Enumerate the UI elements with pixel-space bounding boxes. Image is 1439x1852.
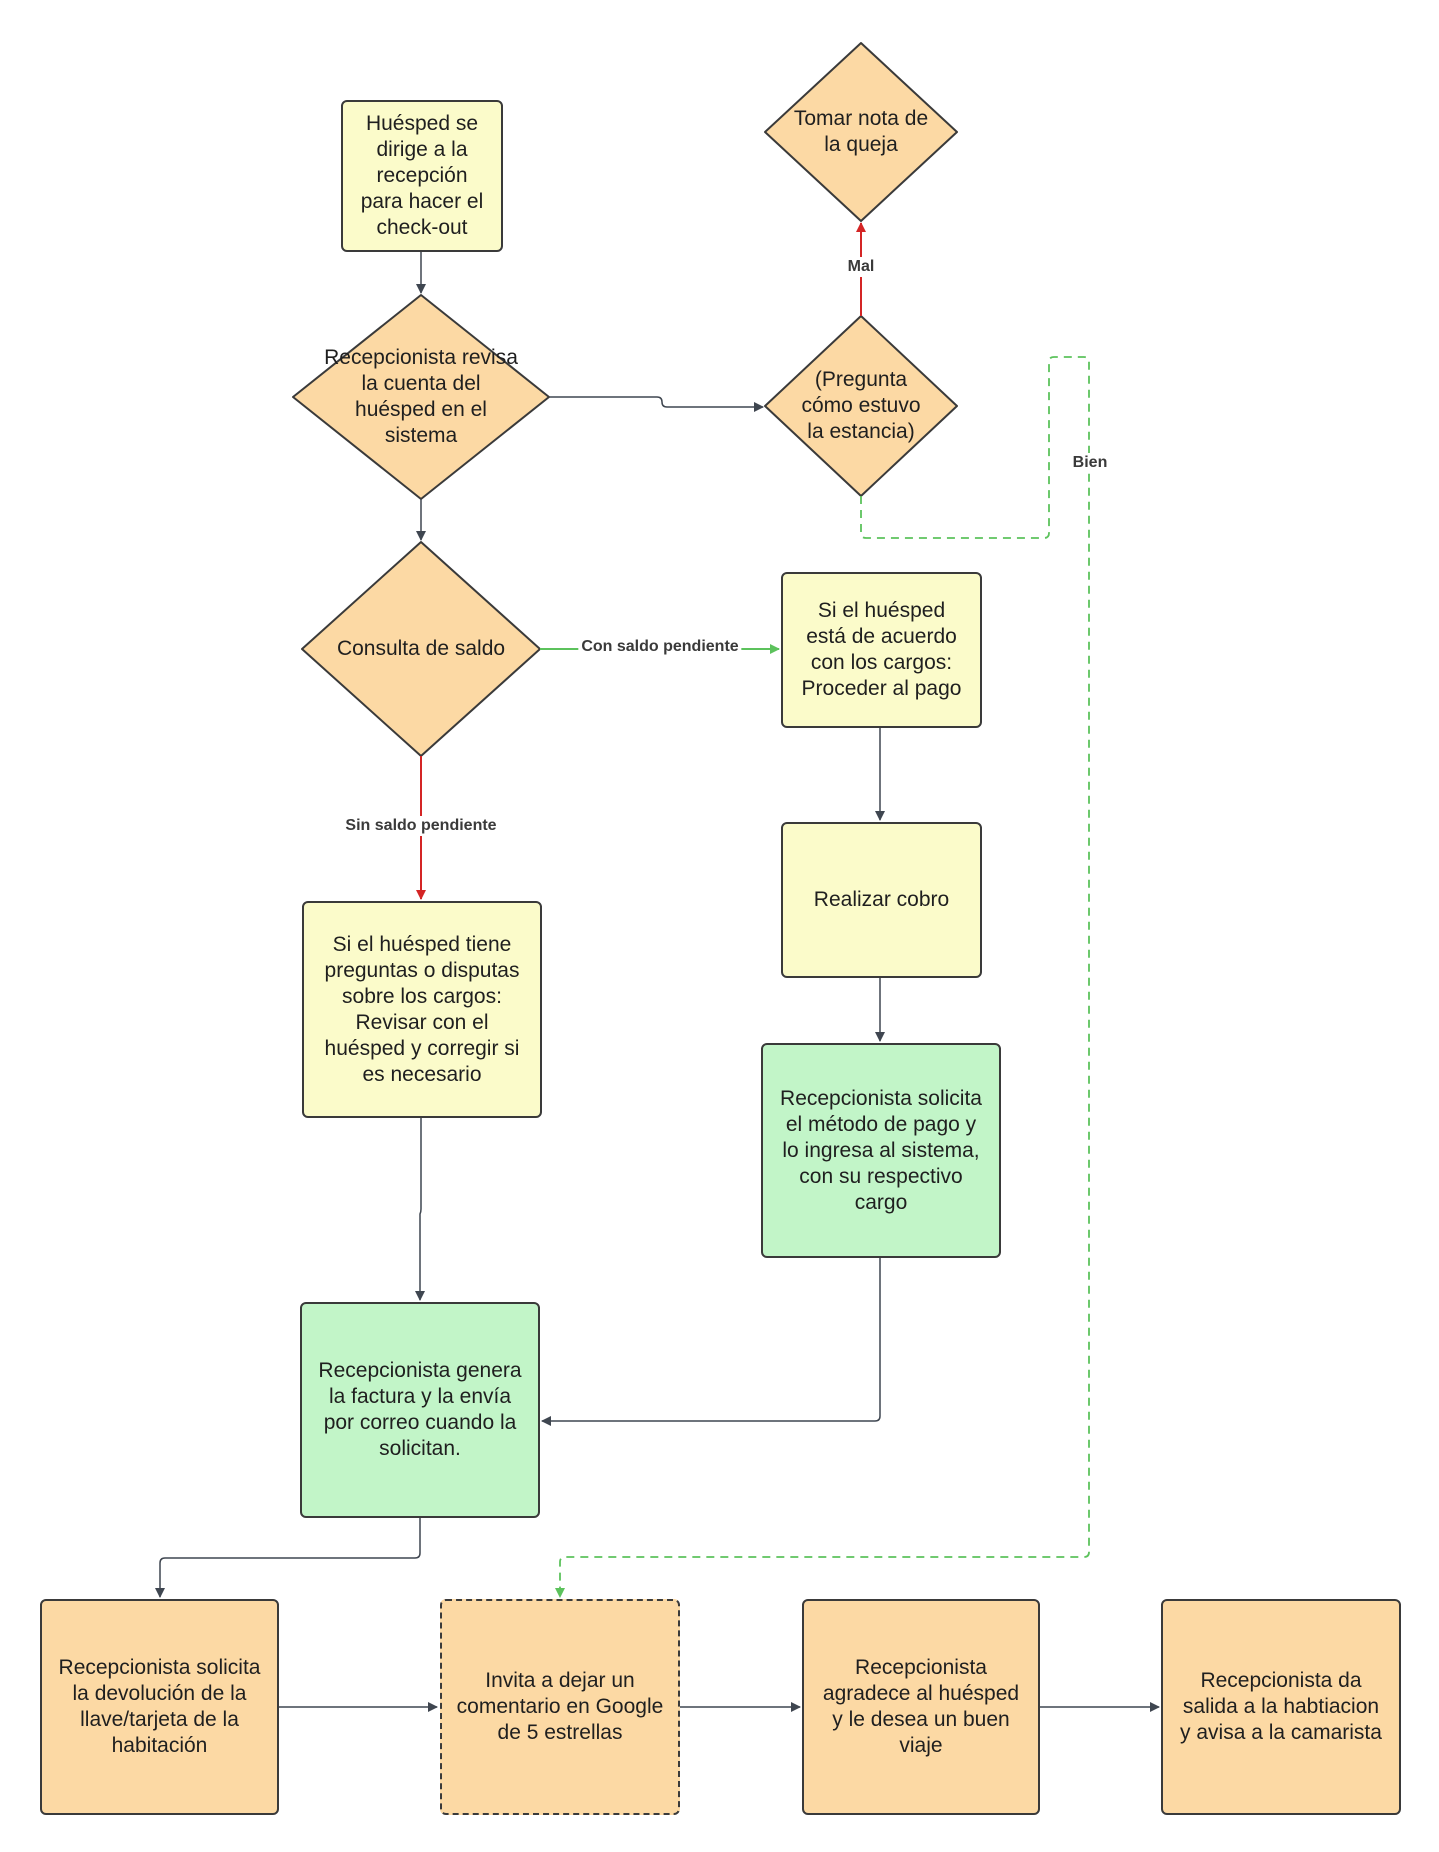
node-agree-charges-text: Si el huésped está de acuerdo con los ca… [801, 599, 962, 700]
node-return-key-text: Recepcionista solicita la devolución de … [58, 1656, 261, 1757]
edge-label-sin-saldo: Sin saldo pendiente [342, 816, 500, 836]
node-thanks-text: Recepcionista agradece al huésped y le d… [822, 1656, 1020, 1757]
node-invoice: Recepcionista genera la factura y la env… [300, 1302, 540, 1518]
node-google-review-text: Invita a dejar un comentario en Google d… [456, 1669, 664, 1744]
node-charge: Realizar cobro [781, 822, 982, 978]
node-ask-stay-text: (Pregunta cómo estuvo la estancia) [801, 368, 921, 443]
edge-label-mal: Mal [844, 257, 878, 277]
node-agree-charges: Si el huésped está de acuerdo con los ca… [781, 572, 982, 728]
edge-ask-to-review-dashed [555, 356, 1090, 1598]
node-room-release: Recepcionista da salida a la habtiacion … [1161, 1599, 1401, 1815]
node-return-key: Recepcionista solicita la devolución de … [40, 1599, 279, 1815]
edge-invoice-to-return-key [155, 1518, 421, 1598]
node-charge-text: Realizar cobro [813, 888, 950, 911]
node-payment-method-text: Recepcionista solicita el método de pago… [780, 1086, 982, 1214]
node-payment-method: Recepcionista solicita el método de pago… [761, 1043, 1001, 1258]
edge-label-bien: Bien [1069, 453, 1111, 473]
node-google-review: Invita a dejar un comentario en Google d… [440, 1599, 680, 1815]
take-complaint-diamond [764, 42, 958, 222]
node-guest-to-reception-text: Huésped se dirige a la recepción para ha… [360, 112, 484, 239]
edge-disputes-to-invoice [415, 1118, 425, 1301]
node-thanks: Recepcionista agradece al huésped y le d… [802, 1599, 1040, 1815]
edge-review-to-ask [549, 396, 764, 412]
node-guest-to-reception: Huésped se dirige a la recepción para ha… [341, 100, 503, 252]
node-take-complaint-text: Tomar nota de la queja [793, 107, 929, 156]
node-invoice-text: Recepcionista genera la factura y la env… [318, 1359, 522, 1460]
node-balance-check-text: Consulta de saldo [336, 637, 506, 660]
node-room-release-text: Recepcionista da salida a la habtiacion … [1180, 1669, 1382, 1744]
node-disputes: Si el huésped tiene preguntas o disputas… [302, 901, 542, 1118]
edge-payment-to-invoice [541, 1258, 881, 1426]
node-disputes-text: Si el huésped tiene preguntas o disputas… [324, 932, 520, 1086]
node-review-account-text: Recepcionista revisa la cuenta del huésp… [324, 346, 518, 447]
edge-label-con-saldo: Con saldo pendiente [578, 637, 742, 657]
